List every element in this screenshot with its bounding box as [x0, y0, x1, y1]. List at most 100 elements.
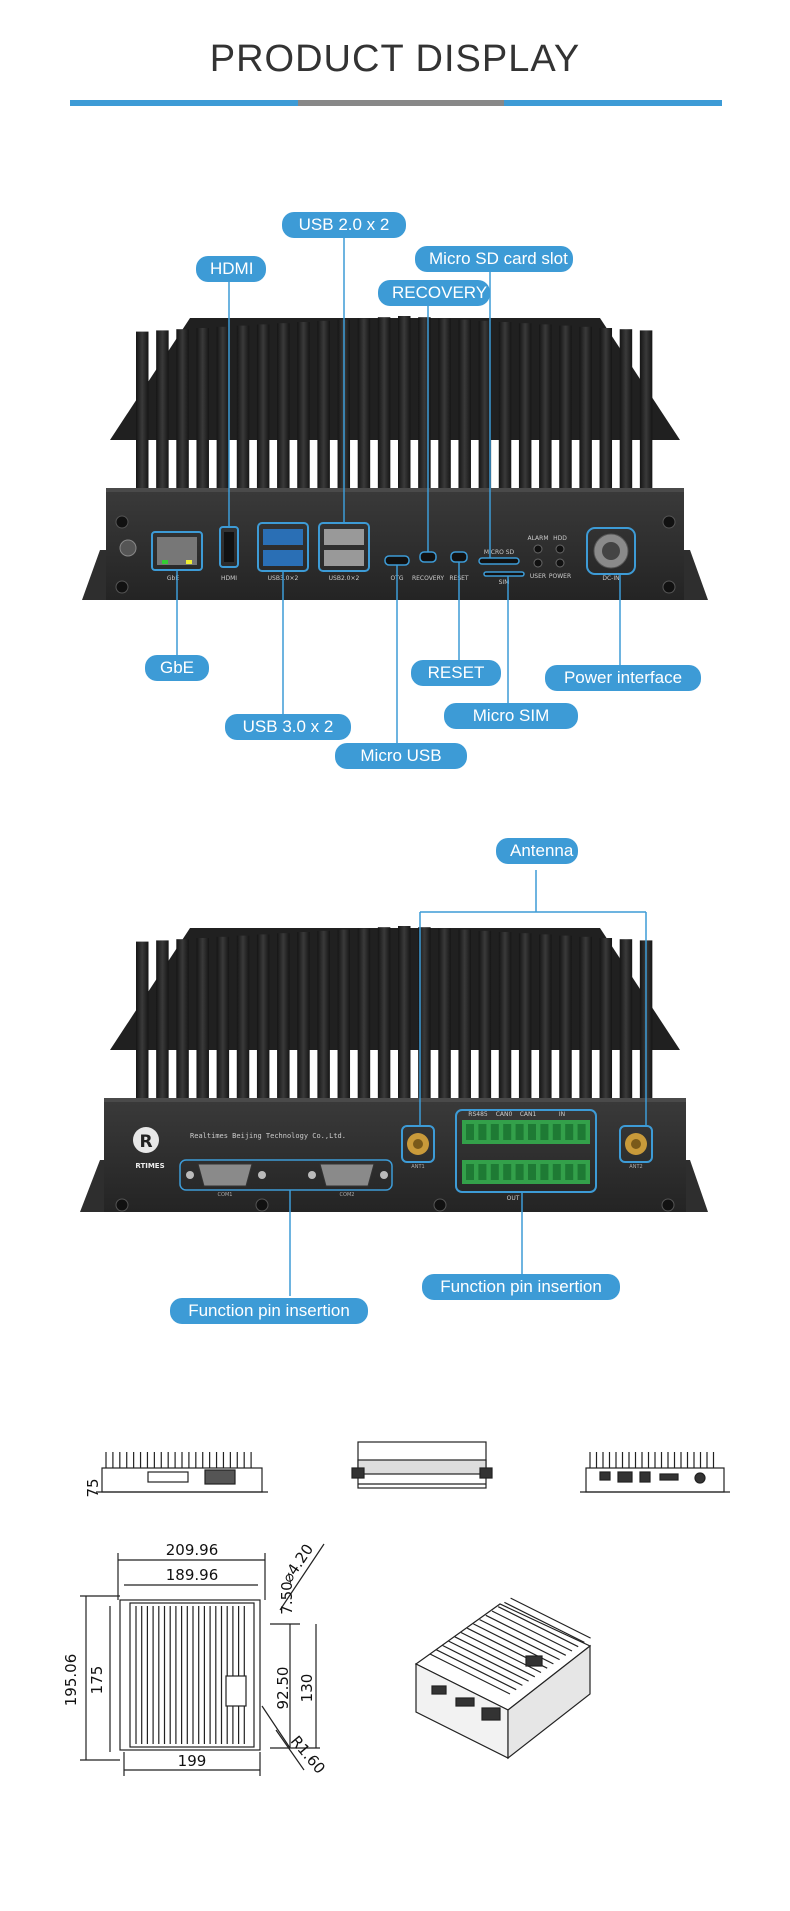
terminal-pin — [528, 1124, 536, 1140]
heatsink-fin — [599, 938, 613, 1098]
heatsink-fin — [377, 927, 391, 1098]
title-bar-right — [504, 100, 722, 106]
plan-view — [80, 1543, 325, 1776]
dim-mid: 92.50 — [274, 1667, 292, 1710]
drawing-fin — [479, 1619, 560, 1661]
title-bar-left — [70, 100, 298, 106]
drawing-fin — [435, 1649, 517, 1691]
rear-company-text: Realtimes Beijing Technology Co.,Ltd. — [190, 1132, 346, 1140]
panel-text-user: USER — [530, 573, 546, 580]
heatsink-fin — [357, 928, 371, 1098]
heatsink-fin — [297, 322, 310, 488]
terminal-pin — [466, 1164, 474, 1180]
terminal-pin — [540, 1124, 549, 1140]
page-title: PRODUCT DISPLAY — [209, 38, 581, 80]
rear-com2-text: COM2 — [340, 1192, 355, 1198]
drawing-fin — [429, 1653, 511, 1695]
drawing-fin — [448, 1640, 529, 1682]
heatsink-fin — [599, 328, 613, 488]
label-function-pin-right: Function pin insertion — [422, 1274, 620, 1300]
rear-can0-text: CAN0 — [496, 1111, 513, 1118]
heatsink-fin — [317, 320, 330, 488]
terminal-pin — [503, 1164, 512, 1180]
rear-leader-lines — [289, 870, 647, 1296]
heatsink-fin — [559, 935, 572, 1098]
heatsink-fin — [518, 323, 532, 488]
terminal-pin — [478, 1164, 487, 1180]
terminal-pin — [478, 1124, 487, 1140]
drawing-fin — [442, 1644, 523, 1686]
rear-rs485-text: RS485 — [468, 1111, 488, 1118]
title-bar-middle — [298, 100, 504, 106]
heatsink-fin — [539, 934, 552, 1098]
heatsink-fin — [156, 940, 169, 1098]
label-power-interface: Power interface — [545, 665, 701, 691]
terminal-pin — [577, 1124, 586, 1140]
heatsink-fin — [579, 326, 592, 488]
dim-height: 75 — [84, 1478, 102, 1497]
dim-offset: 7.50 — [278, 1581, 296, 1614]
drawing-fin — [491, 1610, 573, 1652]
drawing-fin — [485, 1614, 567, 1656]
label-function-pin-left: Function pin insertion — [170, 1298, 368, 1324]
heatsink-fin — [156, 330, 169, 488]
terminal-pin — [565, 1164, 574, 1180]
dim-width-outer: 209.96 — [166, 1541, 219, 1559]
panel-text-hdd: HDD — [553, 535, 567, 542]
label-hdmi: HDMI — [196, 256, 266, 282]
heatsink-fin — [236, 935, 250, 1098]
terminal-pin — [540, 1164, 549, 1180]
terminal-pin — [503, 1124, 512, 1140]
rear-com1-text: COM1 — [218, 1192, 233, 1198]
heatsink-fin — [256, 324, 270, 488]
heatsink-fin — [377, 317, 391, 488]
heatsink-fin — [579, 936, 592, 1098]
rear-can1-text: CAN1 — [520, 1111, 537, 1118]
dim-depth-outer: 195.06 — [62, 1654, 80, 1707]
terminal-pin — [490, 1124, 499, 1140]
side-view-right — [580, 1452, 730, 1493]
heatsink-fin — [196, 938, 209, 1098]
drawing-fin — [454, 1636, 536, 1678]
terminal-pin — [515, 1164, 524, 1180]
svg-text:R: R — [139, 1132, 152, 1152]
side-view-middle — [351, 1441, 493, 1489]
heatsink-fin — [297, 932, 310, 1098]
label-gbe: GbE — [145, 655, 209, 681]
label-reset: RESET — [411, 660, 501, 686]
front-leader-lines — [176, 234, 621, 743]
terminal-pin — [490, 1164, 499, 1180]
panel-text-hdmi: HDMI — [221, 575, 237, 582]
panel-text-sim: SIM — [499, 579, 510, 586]
heatsink-fin — [136, 941, 149, 1098]
terminal-pin — [552, 1124, 561, 1140]
rear-out-text: OUT — [507, 1195, 520, 1202]
label-recovery: RECOVERY — [378, 280, 490, 306]
terminal-pin — [515, 1124, 524, 1140]
dim-depth-inner: 175 — [88, 1666, 106, 1695]
heatsink-fin — [559, 325, 572, 488]
terminal-pin — [552, 1164, 561, 1180]
label-usb20: USB 2.0 x 2 — [282, 212, 406, 238]
heatsink-fin — [357, 318, 371, 488]
panel-text-usb2: USB2.0×2 — [329, 575, 360, 582]
terminal-pin — [577, 1164, 586, 1180]
panel-text-gbe: GbE — [167, 575, 179, 582]
panel-text-dc: DC-IN — [602, 575, 619, 582]
heatsink-fin — [277, 933, 290, 1098]
heatsink-fin — [619, 939, 633, 1098]
heatsink-fin — [256, 934, 270, 1098]
side-view-left — [96, 1452, 268, 1493]
heatsink-fin — [619, 329, 633, 488]
label-micro-usb: Micro USB — [335, 743, 467, 769]
heatsink-fin — [176, 329, 189, 488]
heatsink-fin — [176, 939, 189, 1098]
heatsink-fin — [438, 928, 451, 1098]
heatsink-fin — [398, 926, 411, 1098]
panel-text-micro-sd: MICRO SD — [484, 549, 515, 556]
drawing-fin — [504, 1601, 585, 1643]
panel-text-power-led: POWER — [549, 573, 571, 580]
rear-in-text: IN — [559, 1111, 565, 1118]
